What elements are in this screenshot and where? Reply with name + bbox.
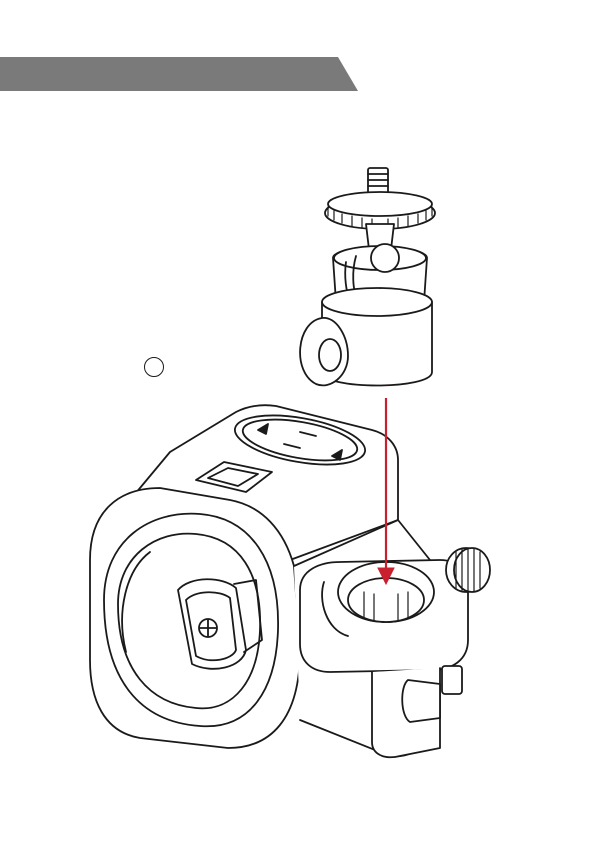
lock-knob	[446, 548, 490, 592]
ball-head-mount	[300, 168, 435, 386]
mount-screw	[368, 168, 388, 194]
